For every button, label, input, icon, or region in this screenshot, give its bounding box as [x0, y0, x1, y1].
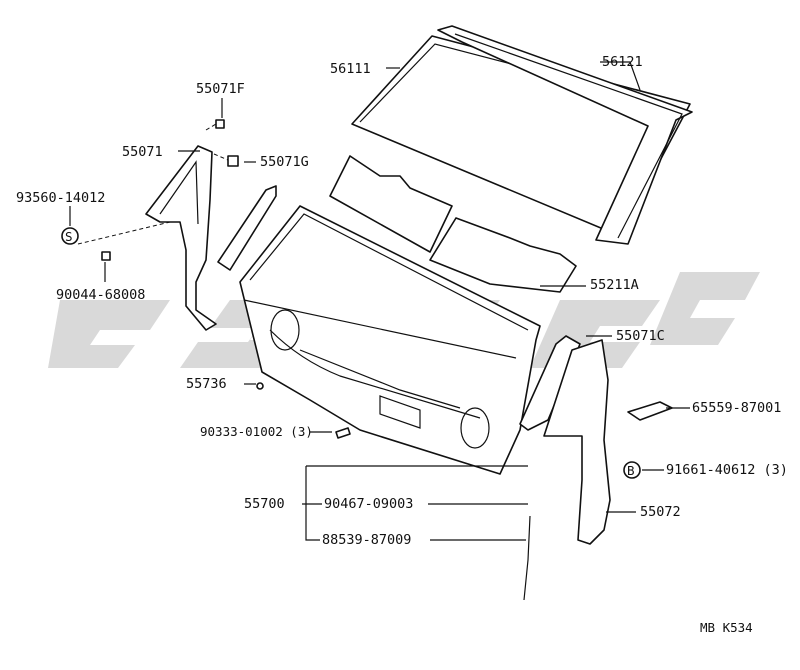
label-55072: 55072 [640, 504, 681, 520]
symbol-b-label: B [627, 463, 635, 478]
label-56121: 56121 [602, 54, 643, 70]
label-90044-68008: 90044-68008 [56, 287, 145, 303]
label-55736: 55736 [186, 376, 227, 392]
label-65559-87001: 65559-87001 [692, 400, 781, 416]
window-panels [329, 155, 577, 293]
symbol-s-circle: S [61, 227, 79, 245]
fastener-55071F [215, 119, 225, 129]
label-55700: 55700 [244, 496, 285, 512]
reference-code: MB K534 [700, 620, 753, 635]
label-55211A: 55211A [590, 277, 639, 293]
leader-lines [69, 61, 690, 541]
fastener-55736 [256, 382, 264, 390]
label-55071G: 55071G [260, 154, 309, 170]
symbol-b-circle: B [623, 461, 641, 479]
label-88539-87009: 88539-87009 [322, 532, 411, 548]
label-93560-14012: 93560-14012 [16, 190, 105, 206]
symbol-s-label: S [65, 229, 73, 244]
fastener-90044 [101, 251, 111, 261]
side-trim-55071C [519, 335, 581, 431]
fastener-55071G [227, 155, 239, 167]
label-90467-09003: 90467-09003 [324, 496, 413, 512]
back-door-panel-55700 [239, 205, 541, 475]
label-55071F: 55071F [196, 81, 245, 97]
label-55071C: 55071C [616, 328, 665, 344]
side-trim-55072 [543, 339, 611, 545]
label-55071: 55071 [122, 144, 163, 160]
weatherstrip-88539 [523, 515, 531, 601]
pillar-trim-55071 [145, 145, 217, 331]
weatherstrip-56121 [437, 25, 693, 245]
label-56111: 56111 [330, 61, 371, 77]
label-90333-01002: 90333-01002 (3) [200, 424, 313, 439]
part-65559 [627, 401, 673, 421]
label-91661-40612: 91661-40612 (3) [666, 462, 788, 478]
small-strip [217, 185, 277, 271]
fastener-90333 [335, 427, 351, 439]
